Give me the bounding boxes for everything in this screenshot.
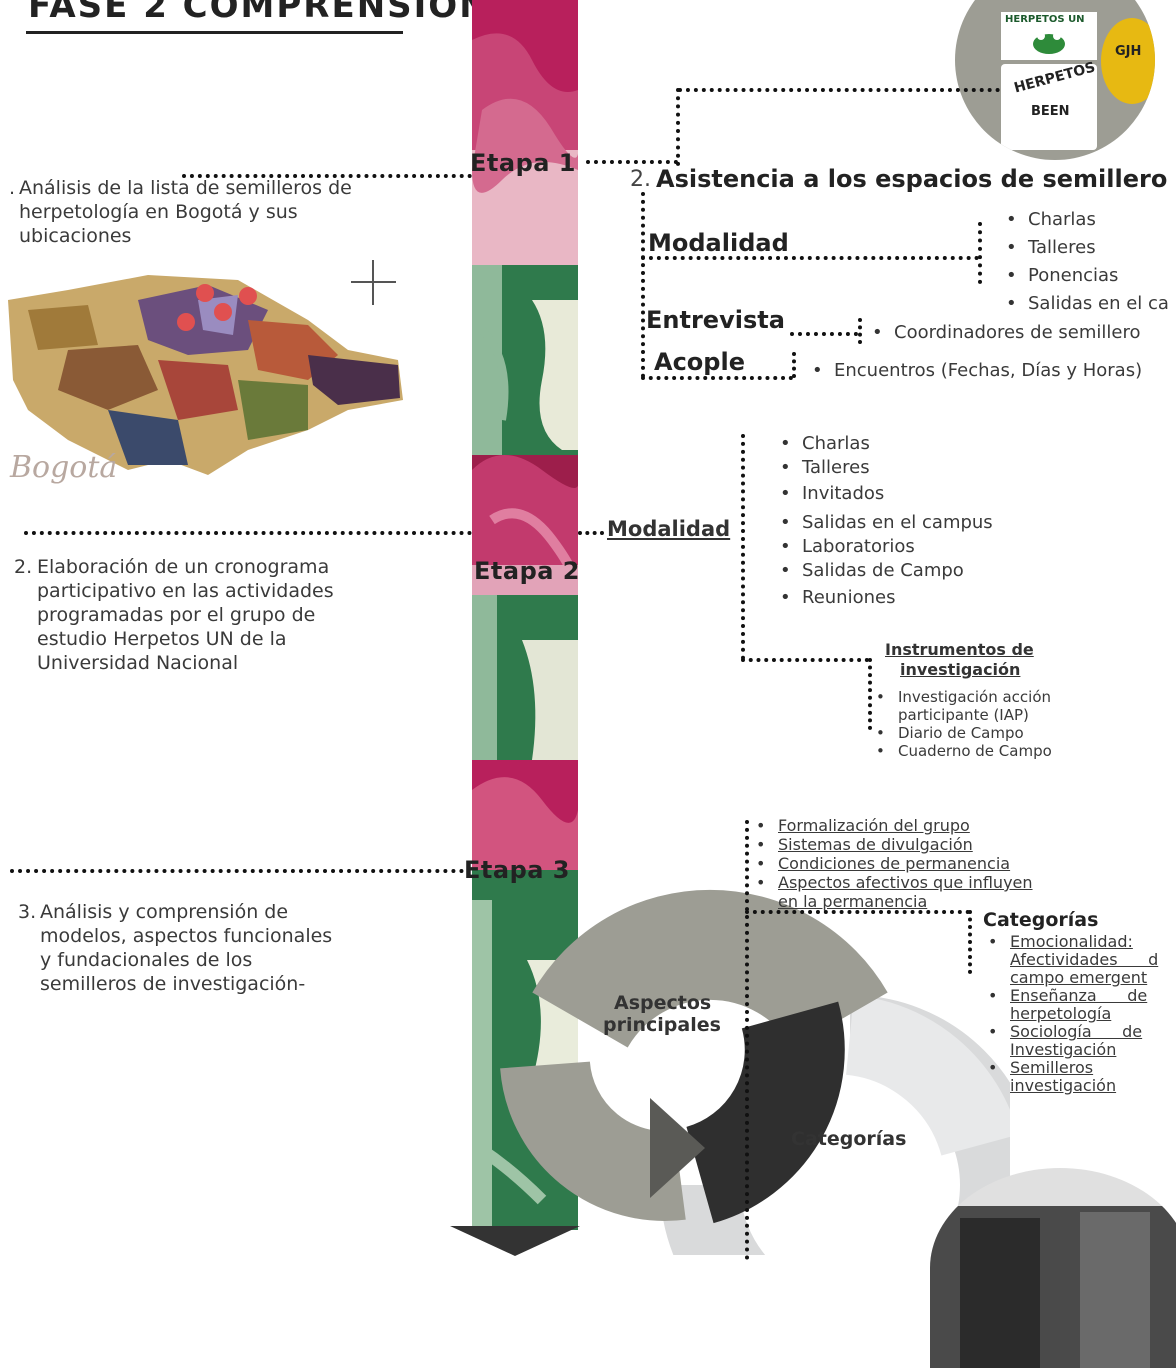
connector-logo-top (678, 88, 1000, 92)
categorias-title: Categorías (983, 909, 1099, 931)
stage1-heading-number: 2. (630, 167, 651, 192)
list-item: Emocionalidad: Afectividades d campo eme… (986, 933, 1158, 987)
cycle-diagram (500, 889, 1010, 1255)
map-label: Bogotá (10, 450, 118, 485)
list-item: en la permanencia (778, 892, 928, 911)
list-item: Laboratorios (778, 535, 993, 559)
herpetos-un-logo: HERPETOS UN (1001, 12, 1097, 60)
stage1-acople-list: Encuentros (Fechas, Días y Horas) (810, 358, 1142, 384)
logo-circle: HERPETOS UN HERPETOS BEEN GJH (955, 0, 1155, 160)
instrumentos-title-1: Instrumentos de (885, 640, 1034, 659)
list-item: Salidas en el campus (778, 511, 993, 535)
etapa-2-label: Etapa 2 (474, 557, 580, 585)
stage1-modalidad-list: Charlas Talleres Ponencias Salidas en el… (1004, 206, 1169, 318)
cycle-label-aspectos-2: principales (603, 1014, 721, 1036)
stage1-spine (641, 192, 645, 378)
list-item: Talleres (1004, 234, 1169, 262)
connector-etapa2-right (578, 531, 604, 535)
bogota-map: Bogotá (8, 260, 408, 500)
list-item: Charlas (778, 432, 993, 456)
stage1-entrevista-line (790, 332, 858, 336)
connector-etapa1-right (586, 160, 678, 164)
stage2-spine (741, 434, 745, 660)
stage2-instrumentos-bracket (868, 658, 872, 730)
title-underline (26, 31, 403, 34)
cycle-label-categorias: Categorías (791, 1128, 907, 1150)
list-item: Formalización del grupo (754, 816, 1033, 835)
stage2-modalidad-list: Charlas Talleres Invitados Salidas en el… (778, 432, 993, 610)
stage1-entrevista-bracket (858, 318, 862, 344)
list-item: Enseñanza de herpetología (986, 987, 1158, 1023)
categorias-list: Emocionalidad: Afectividades d campo eme… (986, 933, 1158, 1095)
aspectos-list: Formalización del grupo Sistemas de divu… (754, 816, 1033, 911)
list-item: Salidas en el ca (1004, 290, 1169, 318)
stage1-entrevista-list: Coordinadores de semillero (870, 320, 1140, 346)
bottom-photo (930, 1168, 1176, 1368)
list-item: Encuentros (Fechas, Días y Horas) (810, 358, 1142, 384)
stage1-modalidad-line (641, 256, 979, 260)
list-item: Aspectos afectivos que influyen (754, 873, 1033, 892)
down-arrow-icon (450, 1226, 580, 1256)
page-title: FASE 2 COMPRENSIÓN (28, 0, 490, 26)
connector-left-3 (10, 869, 464, 873)
connector-logo-vert (676, 88, 680, 166)
cycle-label-aspectos-1: Aspectos (614, 992, 712, 1014)
list-item: Investigación acción (874, 688, 1052, 706)
list-item: Cuaderno de Campo (874, 742, 1052, 760)
stage1-heading: Asistencia a los espacios de semillero (656, 165, 1168, 193)
etapa-1-label: Etapa 1 (470, 149, 576, 177)
list-item: Talleres (778, 456, 993, 480)
list-item: Ponencias (1004, 262, 1169, 290)
list-item: Condiciones de permanencia (754, 854, 1033, 873)
list-item: Semilleros investigación (986, 1059, 1158, 1095)
stage1-acople-bracket (792, 352, 796, 378)
instrumentos-list: Investigación acción participante (IAP) … (874, 688, 1052, 760)
gjh-logo: GJH (1101, 18, 1155, 104)
list-item: Salidas de Campo (778, 559, 993, 583)
central-photo-strip (472, 0, 578, 1230)
connector-left-2 (24, 531, 472, 535)
stage1-entrevista-label: Entrevista (646, 306, 785, 334)
list-item: Invitados (778, 482, 993, 506)
stage2-instrumentos-line (741, 658, 869, 662)
stage1-acople-label: Acople (654, 348, 745, 376)
list-item: Sistemas de divulgación (754, 835, 1033, 854)
list-item: participante (IAP) (898, 706, 1029, 724)
list-item: Coordinadores de semillero (870, 320, 1140, 346)
aspectos-categorias-line (745, 910, 970, 914)
categorias-bracket (968, 910, 972, 974)
stage1-modalidad-bracket (978, 222, 982, 284)
connector-left-1 (182, 174, 472, 178)
instrumentos-title-2: investigación (900, 660, 1021, 679)
list-item: Charlas (1004, 206, 1169, 234)
list-item: Diario de Campo (874, 724, 1052, 742)
etapa-3-label: Etapa 3 (464, 856, 570, 884)
list-item: Sociología de Investigación (986, 1023, 1158, 1059)
stage1-acople-line (641, 376, 793, 380)
stage1-modalidad-label: Modalidad (648, 229, 789, 257)
list-item: Reuniones (778, 586, 993, 610)
stage2-modalidad-label: Modalidad (607, 517, 731, 541)
aspectos-bracket (745, 820, 749, 1260)
herpetos-been-logo: HERPETOS BEEN (1001, 59, 1097, 150)
